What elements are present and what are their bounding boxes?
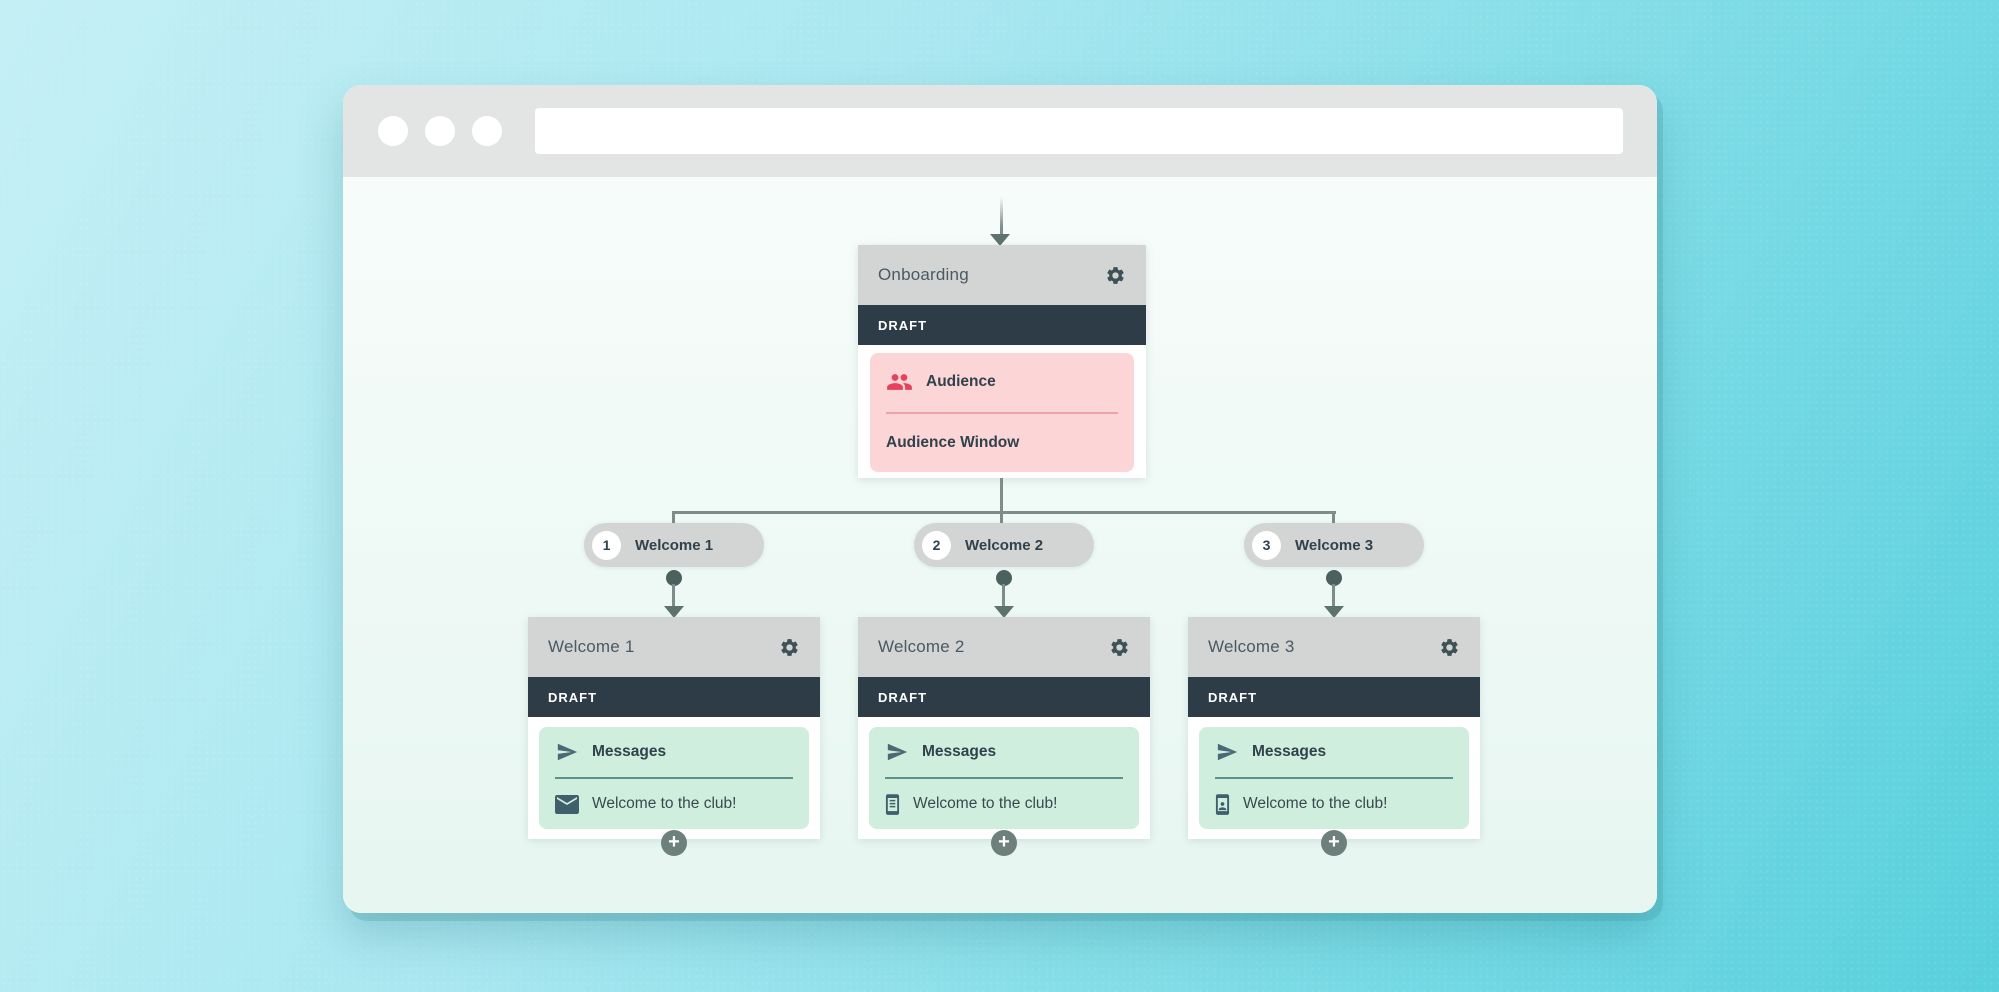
branch-number-badge: 3	[1252, 530, 1281, 560]
audience-section-label: Audience	[926, 373, 996, 391]
status-badge: DRAFT	[858, 305, 1146, 345]
entry-connector-line	[1000, 197, 1003, 235]
window-controls	[343, 116, 502, 146]
card-header: Welcome 3	[1188, 617, 1480, 677]
message-item-label: Welcome to the club!	[592, 795, 737, 812]
message-item-label: Welcome to the club!	[913, 795, 1058, 812]
card-body: Messages Welcome to the club!	[528, 717, 820, 839]
window-control-dot[interactable]	[425, 116, 455, 146]
phone-push-icon	[1215, 793, 1230, 815]
gear-icon[interactable]	[1439, 637, 1460, 658]
connector-node-dot	[1326, 570, 1342, 586]
entry-arrow-icon	[990, 234, 1010, 246]
card-header: Welcome 2	[858, 617, 1150, 677]
message-item[interactable]: Welcome to the club!	[1215, 779, 1453, 829]
messages-section-label: Messages	[592, 743, 667, 760]
card-body: Messages Welcome to the club!	[858, 717, 1150, 839]
branch-pill-welcome-1[interactable]: 1 Welcome 1	[584, 523, 764, 567]
paper-plane-icon	[887, 743, 908, 761]
workflow-card-onboarding[interactable]: Onboarding DRAFT Audience Audience Windo…	[858, 245, 1146, 478]
card-body: Audience Audience Window	[858, 345, 1146, 478]
paper-plane-icon	[1217, 743, 1238, 761]
connector-node-dot	[996, 570, 1012, 586]
workflow-card-welcome-2[interactable]: Welcome 2 DRAFT Messages	[858, 617, 1150, 839]
branch-pill-welcome-3[interactable]: 3 Welcome 3	[1244, 523, 1424, 567]
window-control-dot[interactable]	[472, 116, 502, 146]
audience-section[interactable]: Audience Audience Window	[870, 353, 1134, 472]
branch-number-badge: 2	[922, 530, 951, 560]
branch-number-badge: 1	[592, 530, 621, 560]
arrow-down-icon	[1324, 606, 1344, 618]
workflow-canvas: Onboarding DRAFT Audience Audience Windo…	[343, 85, 1657, 913]
card-title: Onboarding	[878, 265, 969, 284]
connector-line	[672, 513, 675, 525]
status-badge: DRAFT	[1188, 677, 1480, 717]
connector-line	[1332, 584, 1335, 607]
phone-sms-icon	[885, 793, 900, 815]
add-step-button[interactable]: +	[1321, 830, 1347, 856]
branch-pill-welcome-2[interactable]: 2 Welcome 2	[914, 523, 1094, 567]
card-title: Welcome 3	[1208, 637, 1295, 656]
branch-pill-label: Welcome 3	[1295, 536, 1374, 554]
connector-line	[1002, 584, 1005, 607]
arrow-down-icon	[994, 606, 1014, 618]
messages-section-label: Messages	[922, 743, 997, 760]
paper-plane-icon	[557, 743, 578, 761]
connector-line	[1000, 478, 1003, 513]
card-header: Onboarding	[858, 245, 1146, 305]
arrow-down-icon	[664, 606, 684, 618]
messages-section-header: Messages	[1215, 727, 1453, 779]
messages-section-label: Messages	[1252, 743, 1327, 760]
card-title: Welcome 2	[878, 637, 965, 656]
status-badge: DRAFT	[528, 677, 820, 717]
audience-section-header: Audience	[886, 353, 1118, 414]
message-item[interactable]: Welcome to the club!	[885, 779, 1123, 829]
audience-people-icon	[887, 374, 912, 391]
messages-section-header: Messages	[555, 727, 793, 779]
card-header: Welcome 1	[528, 617, 820, 677]
workflow-card-welcome-1[interactable]: Welcome 1 DRAFT Messages	[528, 617, 820, 839]
connector-line	[1000, 513, 1003, 525]
audience-section-item[interactable]: Audience Window	[886, 414, 1118, 473]
connector-line	[672, 584, 675, 607]
add-step-button[interactable]: +	[991, 830, 1017, 856]
browser-chrome-bar	[343, 85, 1657, 177]
gear-icon[interactable]	[779, 637, 800, 658]
connector-node-dot	[666, 570, 682, 586]
connector-line	[1332, 513, 1335, 525]
messages-section[interactable]: Messages Welcome to the club!	[539, 727, 809, 829]
window-control-dot[interactable]	[378, 116, 408, 146]
message-item[interactable]: Welcome to the club!	[555, 779, 793, 829]
branch-pill-label: Welcome 2	[965, 536, 1044, 554]
gear-icon[interactable]	[1105, 265, 1126, 286]
messages-section[interactable]: Messages Welcome to the club!	[1199, 727, 1469, 829]
status-badge: DRAFT	[858, 677, 1150, 717]
messages-section-header: Messages	[885, 727, 1123, 779]
audience-item-label: Audience Window	[886, 433, 1020, 451]
add-step-button[interactable]: +	[661, 830, 687, 856]
branch-pill-label: Welcome 1	[635, 536, 714, 554]
workflow-card-welcome-3[interactable]: Welcome 3 DRAFT Messages	[1188, 617, 1480, 839]
envelope-icon	[555, 794, 579, 814]
browser-window: Onboarding DRAFT Audience Audience Windo…	[343, 85, 1657, 913]
message-item-label: Welcome to the club!	[1243, 795, 1388, 812]
messages-section[interactable]: Messages Welcome to the club!	[869, 727, 1139, 829]
card-title: Welcome 1	[548, 637, 635, 656]
connector-line	[672, 511, 1336, 514]
card-body: Messages Welcome to the club!	[1188, 717, 1480, 839]
gear-icon[interactable]	[1109, 637, 1130, 658]
url-bar-input[interactable]	[535, 108, 1623, 154]
